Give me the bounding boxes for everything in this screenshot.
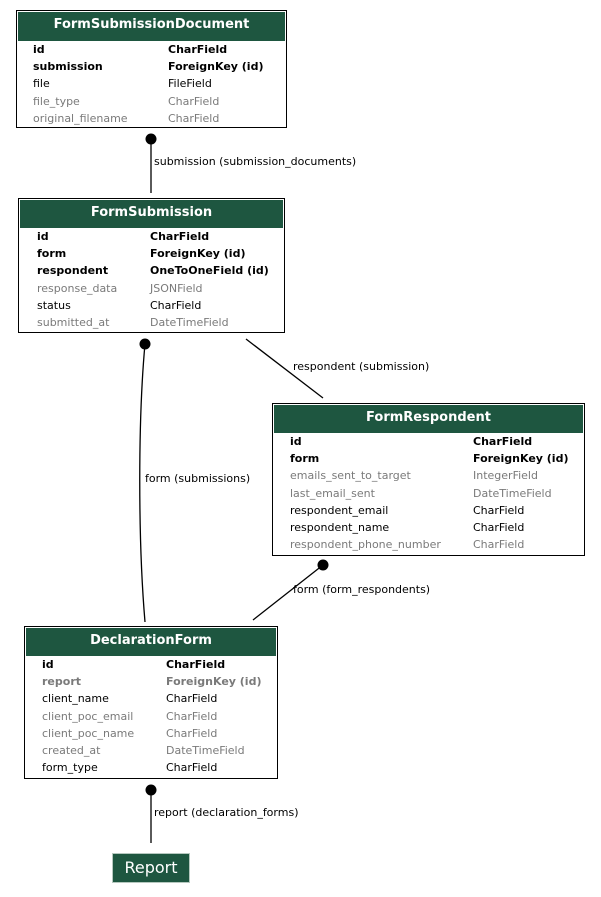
field-row-id: id CharField: [26, 656, 276, 673]
field-name: emails_sent_to_target: [290, 469, 411, 483]
field-name: created_at: [42, 743, 101, 757]
edge-label-respondent: respondent (submission): [293, 360, 430, 373]
field-type: IntegerField: [473, 469, 538, 483]
field-type: CharField: [473, 503, 525, 517]
field-name: id: [290, 435, 302, 448]
field-type: CharField: [168, 94, 220, 108]
field-type: CharField: [150, 298, 202, 312]
field-type: ForeignKey (id): [166, 675, 262, 689]
field-row-form-type: form_type CharField: [26, 759, 276, 776]
field-name: client_poc_name: [42, 726, 135, 740]
model-report: Report: [112, 853, 190, 883]
model-title: FormRespondent: [274, 405, 583, 433]
field-row-response-data: response_data JSONField: [20, 280, 283, 297]
field-row-client-poc-name: client_poc_name CharField: [26, 725, 276, 742]
field-row-original-filename: original_filename CharField: [18, 110, 285, 127]
field-row-status: status CharField: [20, 297, 283, 314]
edge-submission-dot: [145, 133, 157, 145]
field-row-id: id CharField: [274, 433, 583, 450]
field-type: CharField: [150, 230, 210, 243]
edge-report-dot: [145, 784, 157, 796]
field-name: response_data: [37, 281, 118, 295]
model-form-respondent: FormRespondent id CharField form Foreign…: [272, 403, 585, 556]
field-name: id: [37, 230, 49, 243]
field-row-report: report ForeignKey (id): [26, 673, 276, 690]
field-type: CharField: [166, 726, 218, 740]
field-name: respondent_phone_number: [290, 538, 441, 552]
field-type: ForeignKey (id): [473, 452, 569, 466]
field-row-respondent-email: respondent_email CharField: [274, 502, 583, 519]
field-row-submitted-at: submitted_at DateTimeField: [20, 314, 283, 331]
field-row-file-type: file_type CharField: [18, 93, 285, 110]
edge-label-submission: submission (submission_documents): [154, 155, 357, 168]
field-name: client_poc_email: [42, 709, 134, 723]
model-form-submission-document: FormSubmissionDocument id CharField subm…: [16, 10, 287, 128]
field-name: form: [37, 247, 67, 261]
field-name: file_type: [33, 94, 80, 108]
field-name: form_type: [42, 761, 98, 775]
field-type: CharField: [168, 111, 220, 125]
edge-form-submissions: [139, 343, 146, 623]
field-type: JSONField: [150, 281, 203, 295]
field-row-client-name: client_name CharField: [26, 690, 276, 707]
field-row-client-poc-email: client_poc_email CharField: [26, 708, 276, 725]
field-type: DateTimeField: [473, 486, 552, 500]
field-name: form: [290, 452, 320, 466]
field-type: DateTimeField: [166, 743, 245, 757]
edge-label-form-respondents: form (form_respondents): [293, 583, 431, 596]
edge-label-form-submissions: form (submissions): [145, 472, 251, 485]
field-name: submission: [33, 60, 103, 74]
field-name: id: [33, 43, 45, 56]
field-row-emails-sent-to-target: emails_sent_to_target IntegerField: [274, 467, 583, 484]
field-type: OneToOneField (id): [150, 264, 269, 278]
edge-label-report: report (declaration_forms): [154, 806, 299, 819]
field-row-respondent-name: respondent_name CharField: [274, 519, 583, 536]
model-title: DeclarationForm: [26, 628, 276, 656]
field-name: respondent_email: [290, 503, 389, 517]
field-type: ForeignKey (id): [168, 60, 264, 74]
field-row-submission: submission ForeignKey (id): [18, 58, 285, 75]
field-name: respondent: [37, 264, 109, 278]
field-row-created-at: created_at DateTimeField: [26, 742, 276, 759]
field-type: CharField: [473, 520, 525, 534]
model-title: FormSubmission: [20, 200, 283, 228]
edge-form-respondents: [252, 564, 324, 621]
edge-form-respondents-dot: [317, 559, 329, 571]
field-name: client_name: [42, 692, 109, 706]
field-type: DateTimeField: [150, 315, 229, 329]
field-row-respondent: respondent OneToOneField (id): [20, 262, 283, 279]
field-type: CharField: [166, 658, 226, 671]
field-row-form: form ForeignKey (id): [274, 450, 583, 467]
model-title: FormSubmissionDocument: [18, 12, 285, 41]
field-row-file: file FileField: [18, 75, 285, 92]
field-type: ForeignKey (id): [150, 247, 246, 261]
field-name: file: [33, 77, 50, 91]
model-declaration-form: DeclarationForm id CharField report Fore…: [24, 626, 278, 779]
field-row-form: form ForeignKey (id): [20, 245, 283, 262]
field-row-respondent-phone-number: respondent_phone_number CharField: [274, 536, 583, 553]
field-row-id: id CharField: [18, 41, 285, 58]
field-type: CharField: [166, 709, 218, 723]
field-name: last_email_sent: [290, 486, 375, 500]
edge-form-submissions-dot: [139, 338, 151, 350]
field-name: status: [37, 298, 71, 312]
field-name: original_filename: [33, 111, 128, 125]
field-name: report: [42, 675, 81, 689]
field-name: submitted_at: [37, 315, 110, 329]
field-row-id: id CharField: [20, 228, 283, 245]
field-row-last-email-sent: last_email_sent DateTimeField: [274, 485, 583, 502]
field-type: CharField: [166, 692, 218, 706]
model-form-submission: FormSubmission id CharField form Foreign…: [18, 198, 285, 333]
field-type: CharField: [473, 538, 525, 552]
field-name: respondent_name: [290, 520, 390, 534]
field-name: id: [42, 658, 54, 671]
field-type: CharField: [473, 435, 533, 448]
field-type: FileField: [168, 77, 212, 91]
field-type: CharField: [166, 761, 218, 775]
edge-respondent: [245, 338, 324, 399]
field-type: CharField: [168, 43, 228, 56]
